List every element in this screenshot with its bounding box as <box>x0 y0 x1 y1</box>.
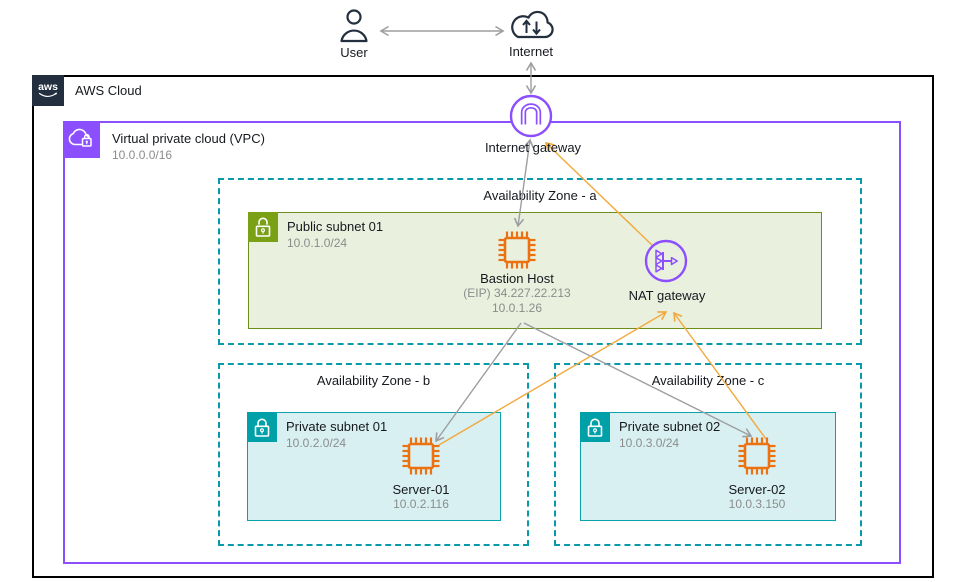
private-subnet-01-icon <box>247 412 277 442</box>
user-label: User <box>340 45 368 60</box>
availability-zone-a-label: Availability Zone - a <box>483 188 597 203</box>
internet-gateway-icon <box>509 94 553 138</box>
user-icon <box>332 6 376 46</box>
server-02-ip: 10.0.3.150 <box>728 497 786 511</box>
vpc-box <box>63 121 901 564</box>
bastion-host-private-ip: 10.0.1.26 <box>491 301 543 315</box>
private-subnet-02-cidr: 10.0.3.0/24 <box>619 436 680 450</box>
private-subnet-02-name: Private subnet 02 <box>619 419 721 434</box>
public-subnet-cidr: 10.0.1.0/24 <box>287 236 348 250</box>
vpc-cidr: 10.0.0.0/16 <box>112 148 173 162</box>
server-01-icon <box>399 434 443 478</box>
private-subnet-01-cidr: 10.0.2.0/24 <box>286 436 347 450</box>
aws-cloud-label: AWS Cloud <box>75 83 142 98</box>
private-subnet-02-icon <box>580 412 610 442</box>
bastion-host-icon <box>495 228 539 272</box>
public-subnet-01-box <box>248 212 822 329</box>
public-subnet-name: Public subnet 01 <box>287 219 384 234</box>
internet-label: Internet <box>508 44 554 59</box>
bastion-host-eip: (EIP) 34.227.22.213 <box>463 286 571 300</box>
aws-cloud-box <box>32 75 934 578</box>
aws-logo-text: aws <box>38 81 58 93</box>
vpc-label: Virtual private cloud (VPC) <box>112 131 265 146</box>
bastion-host-name: Bastion Host <box>480 271 554 286</box>
server-01-name: Server-01 <box>392 482 450 497</box>
nat-gateway-icon <box>644 239 688 283</box>
server-02-icon <box>735 434 779 478</box>
internet-gateway-label: Internet gateway <box>484 140 582 155</box>
availability-zone-b-label: Availability Zone - b <box>316 373 431 388</box>
vpc-icon <box>63 121 100 158</box>
private-subnet-01-name: Private subnet 01 <box>286 419 388 434</box>
bastion-host-textblock: Bastion Host (EIP) 34.227.22.213 10.0.1.… <box>432 271 602 316</box>
server-02-textblock: Server-02 10.0.3.150 <box>687 482 827 512</box>
nat-gateway-label: NAT gateway <box>628 288 706 303</box>
server-01-ip: 10.0.2.116 <box>393 497 449 511</box>
internet-icon <box>505 4 557 46</box>
availability-zone-c-label: Availability Zone - c <box>651 373 765 388</box>
availability-zone-b-box: Availability Zone - b <box>218 363 529 546</box>
server-02-name: Server-02 <box>728 482 786 497</box>
aws-logo-icon: aws <box>32 75 64 106</box>
server-01-textblock: Server-01 10.0.2.116 <box>351 482 491 512</box>
public-subnet-icon <box>248 212 278 242</box>
